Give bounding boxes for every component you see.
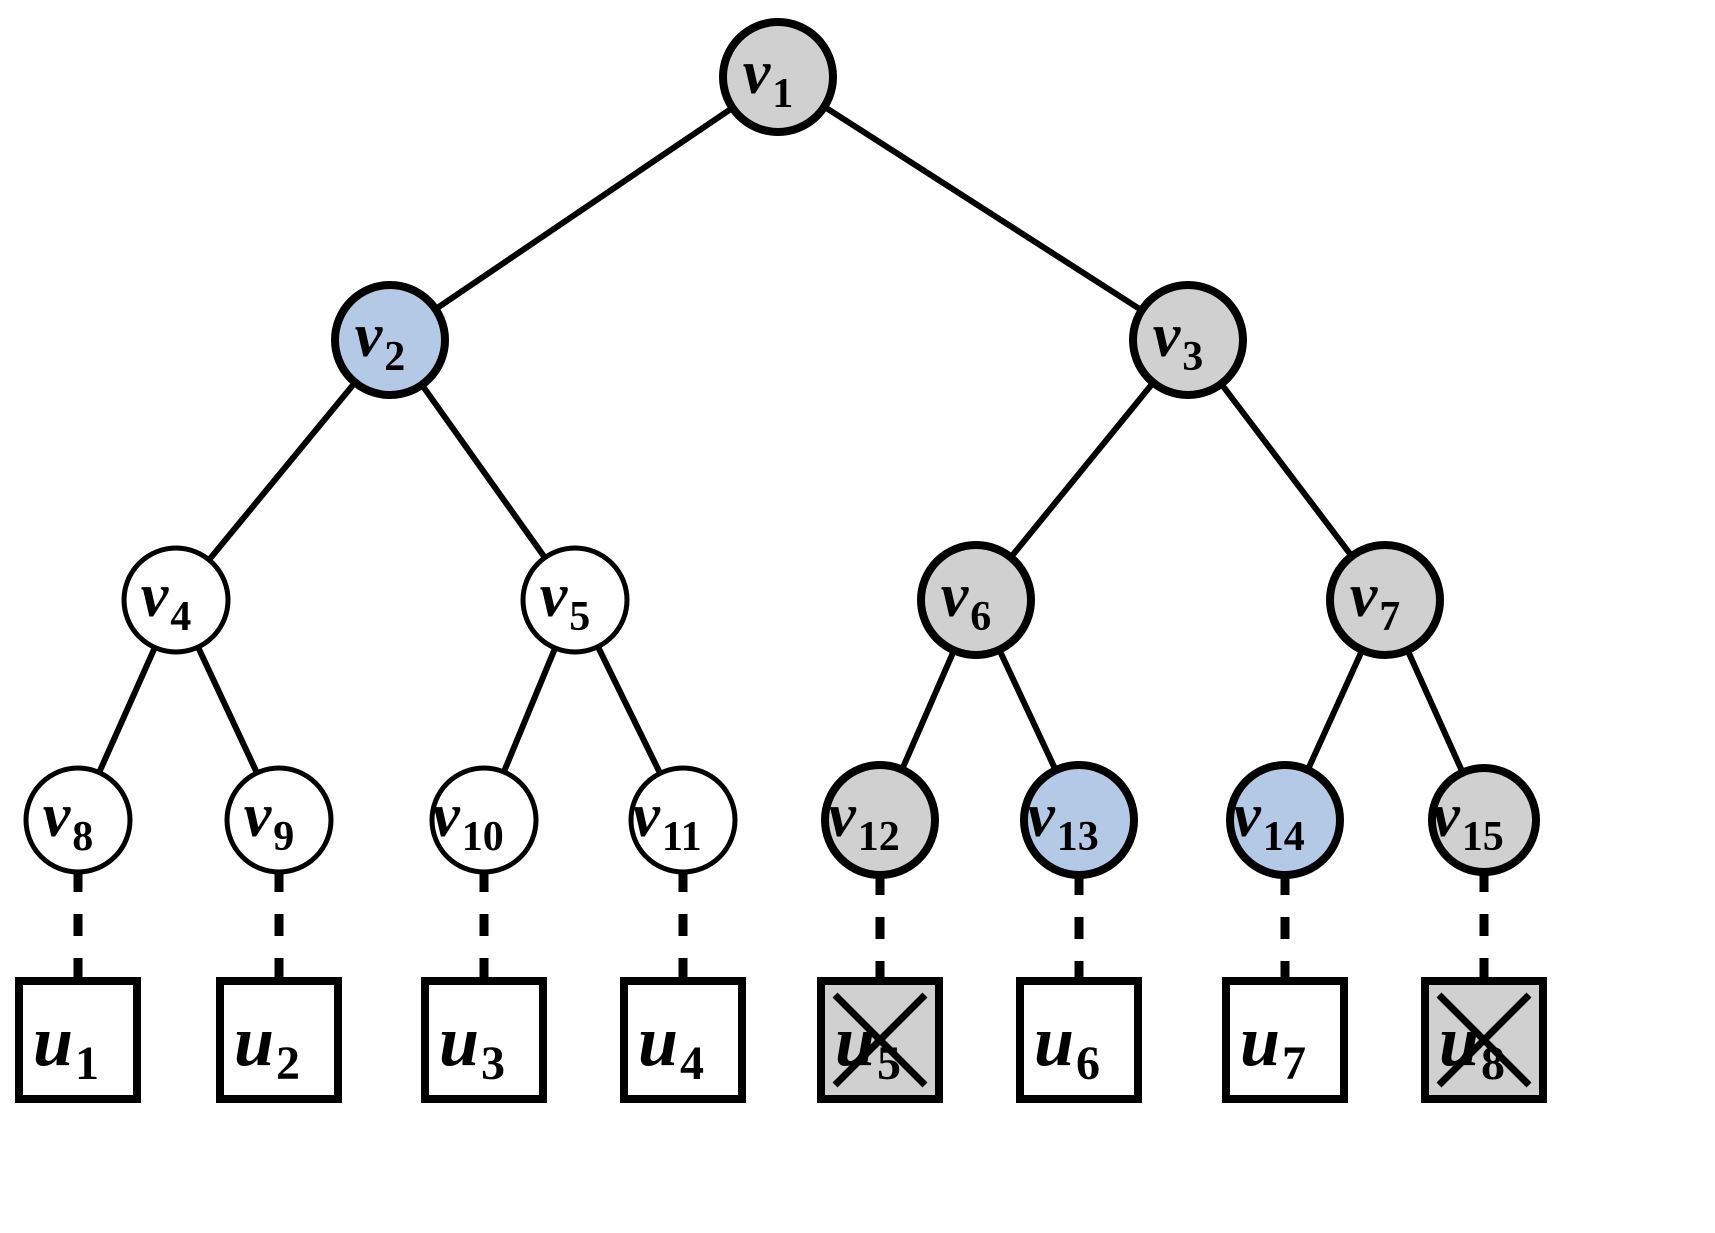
leaf-item-box[interactable] <box>15 977 141 1103</box>
tree-node-v14-label: v14 <box>1233 782 1305 859</box>
leaf-item-box[interactable] <box>620 977 746 1103</box>
tree-edge-v1-v2 <box>430 103 738 314</box>
tree-edge-v1-v3 <box>819 102 1147 315</box>
tree-node-v15-label: v15 <box>1432 782 1504 859</box>
leaf-item-u5[interactable]: u5 <box>817 977 943 1103</box>
tree-node-v6-label: v6 <box>941 562 992 639</box>
tree-node-v13[interactable]: v13 <box>1020 761 1138 879</box>
tree-node-circle[interactable] <box>121 545 231 655</box>
tree-node-v14[interactable]: v14 <box>1226 761 1344 879</box>
tree-node-circle[interactable] <box>628 765 738 875</box>
tree-node-v2-label: v2 <box>355 302 406 379</box>
tree-node-v6[interactable]: v6 <box>917 541 1035 659</box>
tree-node-v4-label: v4 <box>141 562 192 639</box>
strikethrough-icon <box>1436 992 1532 1088</box>
leaf-item-u1-label: u1 <box>33 1001 99 1091</box>
tree-node-circle[interactable] <box>1129 281 1247 399</box>
tree-node-circle[interactable] <box>821 761 939 879</box>
tree-edge-v3-v7 <box>1217 379 1356 561</box>
tree-node-v12-label: v12 <box>828 782 900 859</box>
leaf-item-box[interactable] <box>421 977 547 1103</box>
tree-node-v10-label: v10 <box>432 782 504 859</box>
tree-edge-v7-v14 <box>1303 645 1367 775</box>
tree-node-v9[interactable]: v9 <box>224 765 334 875</box>
tree-edge-v4-v8 <box>95 642 159 778</box>
tree-node-circle[interactable] <box>331 281 449 399</box>
tree-node-v4[interactable]: v4 <box>121 545 231 655</box>
tree-node-circle[interactable] <box>1428 764 1540 876</box>
leaf-item-box[interactable] <box>216 977 342 1103</box>
tree-edge-v5-v10 <box>500 643 559 777</box>
tree-node-v1-label: v1 <box>743 39 794 116</box>
tree-node-circle[interactable] <box>917 541 1035 659</box>
leaf-item-u7-label: u7 <box>1240 1001 1306 1091</box>
tree-node-v12[interactable]: v12 <box>821 761 939 879</box>
tree-node-v7-label: v7 <box>1350 562 1401 639</box>
strikethrough-icon <box>832 992 928 1088</box>
tree-node-v1[interactable]: v1 <box>719 18 837 136</box>
tree-node-v7[interactable]: v7 <box>1326 541 1444 659</box>
tree-node-circle[interactable] <box>23 765 133 875</box>
leaf-item-u6[interactable]: u6 <box>1016 977 1142 1103</box>
leaf-item-u1[interactable]: u1 <box>15 977 141 1103</box>
leaf-item-u6-label: u6 <box>1034 1001 1100 1091</box>
leaf-item-u2[interactable]: u2 <box>216 977 342 1103</box>
leaf-item-u7[interactable]: u7 <box>1222 977 1348 1103</box>
tree-node-circle[interactable] <box>1326 541 1444 659</box>
tree-node-v9-label: v9 <box>244 782 295 859</box>
tree-edge-v2-v4 <box>204 377 360 565</box>
tree-node-v8-label: v8 <box>43 782 94 859</box>
tree-node-v11[interactable]: v11 <box>628 765 738 875</box>
tree-node-v11-label: v11 <box>632 782 701 859</box>
leaf-item-u8-label: u8 <box>1439 1001 1505 1091</box>
leaf-item-layer: u1 u2 u3 u4 u5 u6 u7 u8 <box>15 977 1547 1103</box>
tree-edge-v2-v5 <box>417 380 550 563</box>
tree-node-v8[interactable]: v8 <box>23 765 133 875</box>
leaf-item-u4[interactable]: u4 <box>620 977 746 1103</box>
tree-node-circle[interactable] <box>224 765 334 875</box>
tree-edge-v6-v12 <box>898 645 958 775</box>
tree-edge-v5-v11 <box>594 641 664 779</box>
tree-edge-v3-v6 <box>1006 378 1158 562</box>
tree-node-v2[interactable]: v2 <box>331 281 449 399</box>
leaf-item-box[interactable] <box>1016 977 1142 1103</box>
tree-edge-layer <box>95 102 1467 779</box>
tree-node-v13-label: v13 <box>1027 782 1099 859</box>
leaf-item-u4-label: u4 <box>638 1001 704 1091</box>
tree-edge-v7-v15 <box>1403 645 1467 778</box>
tree-node-v10[interactable]: v10 <box>429 765 539 875</box>
leaf-link-layer <box>73 870 1489 981</box>
tree-node-v15[interactable]: v15 <box>1428 764 1540 876</box>
tree-node-circle[interactable] <box>1226 761 1344 879</box>
tree-node-v5[interactable]: v5 <box>520 545 630 655</box>
tree-edge-v4-v9 <box>194 642 261 778</box>
leaf-item-u2-label: u2 <box>234 1001 300 1091</box>
leaf-item-u3[interactable]: u3 <box>421 977 547 1103</box>
leaf-item-u3-label: u3 <box>439 1001 505 1091</box>
tree-node-v5-label: v5 <box>540 562 591 639</box>
leaf-item-u8[interactable]: u8 <box>1421 977 1547 1103</box>
tree-node-v3-label: v3 <box>1153 302 1204 379</box>
tree-node-layer: v1 v2 v3 v4 v5 v6 v7 v8 v9 v10 v11 v12 v13 v14 v15 <box>23 18 1540 879</box>
tree-node-circle[interactable] <box>719 18 837 136</box>
tree-node-circle[interactable] <box>520 545 630 655</box>
tree-node-circle[interactable] <box>1020 761 1138 879</box>
tree-edge-v6-v13 <box>995 644 1060 776</box>
tree-node-v3[interactable]: v3 <box>1129 281 1247 399</box>
tree-node-circle[interactable] <box>429 765 539 875</box>
leaf-item-box[interactable] <box>1222 977 1348 1103</box>
